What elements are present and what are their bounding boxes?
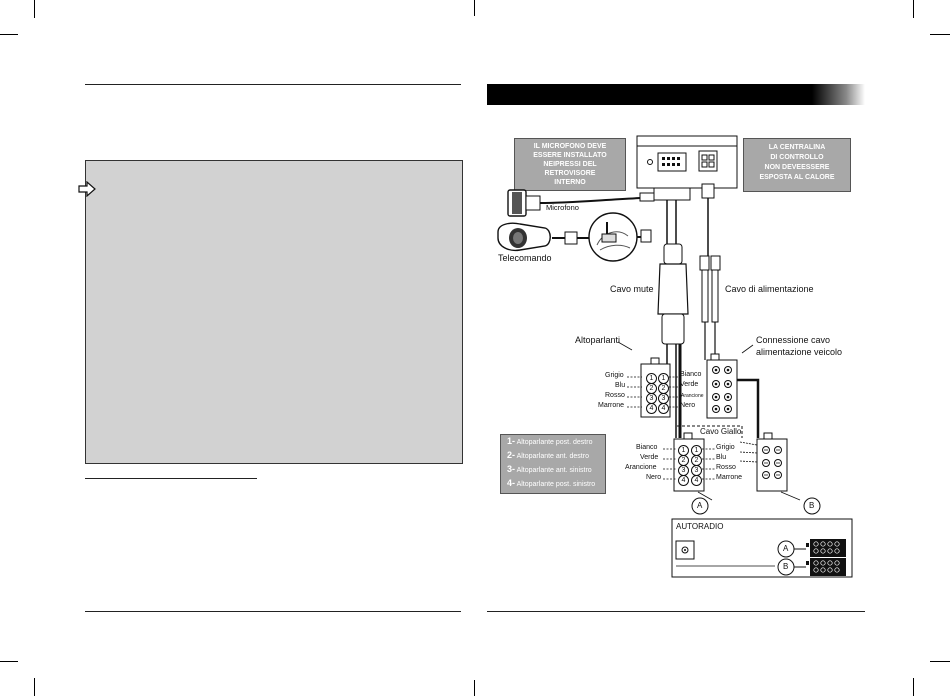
fold-mark (474, 0, 475, 16)
legend-text: Altoparlante ant. destro (516, 453, 589, 460)
short-rule-left (85, 478, 257, 479)
power-cable-label: Cavo di alimentazione (725, 284, 814, 294)
content-box (85, 160, 463, 464)
note-line: ESSERE INSTALLATO (533, 152, 607, 159)
top-rule-left (85, 84, 461, 85)
pin-number: 4 (658, 403, 669, 414)
bottom-rule-left (85, 611, 461, 612)
wire-color-label: Marrone (716, 474, 743, 481)
magnifier-detail (588, 212, 652, 262)
crop-mark (913, 0, 914, 18)
wire-color-label: Arancione (681, 393, 704, 399)
fold-mark (474, 680, 475, 696)
wire-color-label: Bianco (680, 371, 702, 378)
wire-color-label: Marrone (598, 402, 625, 409)
control-unit (636, 135, 738, 189)
pin-number: 4 (646, 403, 657, 414)
wire-color-label: Bianco (636, 444, 658, 451)
legend-text: Altoparlante post. destro (516, 439, 593, 446)
legend-number: 2- (507, 450, 516, 460)
autoradio-unit (671, 518, 853, 578)
vehicle-connection-label-1: Connessione cavo (756, 335, 831, 345)
yellow-cable-label: Cavo Giallo (700, 427, 742, 436)
wire-color-label: Nero (646, 474, 662, 481)
crop-mark (0, 661, 18, 662)
note-line: INTERNO (554, 179, 586, 186)
note-line: IL MICROFONO DEVE (533, 143, 607, 150)
note-line: ESPOSTA AL CALORE (759, 174, 835, 181)
crop-mark (930, 34, 950, 35)
crop-mark (930, 661, 950, 662)
wire-color-label: Verde (680, 381, 699, 388)
wire-color-label: Grigio (716, 444, 735, 451)
note-line: DI CONTROLLO (770, 154, 824, 161)
legend-number: 1- (507, 436, 516, 446)
wire-color-label: Blu (716, 454, 727, 461)
legend-item: 1- Altoparlante post. destro (501, 435, 605, 449)
wire-color-label: Nero (680, 402, 696, 409)
autoradio-port-a-label: A (783, 544, 789, 553)
control-unit-note: LA CENTRALINA DI CONTROLLO NON DEVEESSER… (743, 138, 851, 192)
wire-color-label: Rosso (605, 392, 625, 399)
autoradio-port-b-label: B (783, 562, 789, 571)
note-line: RETROVISORE (544, 170, 596, 177)
crop-mark (34, 0, 35, 18)
remote-control (497, 222, 590, 252)
bottom-rule-right (487, 611, 865, 612)
legend-number: 4- (507, 478, 516, 488)
microphone-note: IL MICROFONO DEVE ESSERE INSTALLATO NEIP… (514, 138, 626, 191)
legend-text: Altoparlante post. sinistro (516, 481, 596, 488)
section-header-bar (487, 84, 865, 105)
wire-color-label: Grigio (605, 372, 624, 379)
legend-item: 4- Altoparlante post. sinistro (501, 477, 605, 491)
remote-control-label: Telecomando (498, 253, 552, 263)
vehicle-power-connector (706, 353, 738, 419)
pin-number: 4 (678, 475, 689, 486)
wire-color-label: Verde (640, 454, 659, 461)
connector-b-label: B (809, 501, 815, 510)
pin-number: 4 (691, 475, 702, 486)
arrow-right-icon (78, 181, 96, 197)
radio-connector-b (739, 432, 788, 492)
legend-item: 3- Altoparlante ant. sinistro (501, 463, 605, 477)
microphone-label: Microfono (546, 203, 579, 212)
note-line: NEIPRESSI DEL (543, 161, 597, 168)
autoradio-label: AUTORADIO (676, 522, 724, 531)
mute-cable-label: Cavo mute (610, 284, 654, 294)
crop-mark (34, 678, 35, 696)
wire-color-label: Blu (615, 382, 626, 389)
note-line: NON DEVEESSERE (764, 164, 830, 171)
note-line: LA CENTRALINA (768, 144, 826, 151)
crop-mark (913, 678, 914, 696)
wire-color-label: Arancione (625, 464, 657, 471)
legend-item: 2- Altoparlante ant. destro (501, 449, 605, 463)
connector-a-label: A (697, 501, 703, 510)
wire-color-label: Rosso (716, 464, 736, 471)
legend-number: 3- (507, 464, 516, 474)
legend-text: Altoparlante ant. sinistro (516, 467, 592, 474)
speakers-label: Altoparlanti (575, 335, 621, 345)
speaker-legend: 1- Altoparlante post. destro 2- Altoparl… (500, 434, 606, 494)
crop-mark (0, 34, 18, 35)
microphone (507, 189, 655, 217)
vehicle-connection-label-2: alimentazione veicolo (756, 347, 843, 357)
